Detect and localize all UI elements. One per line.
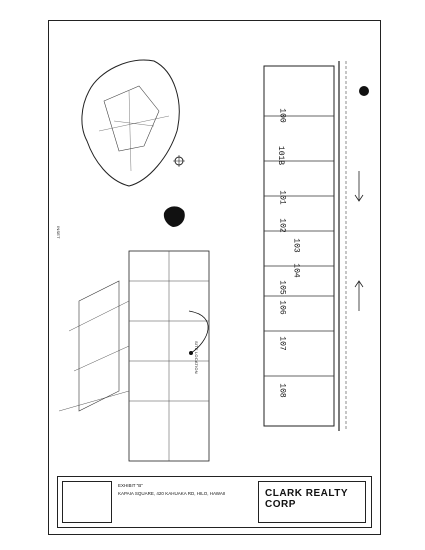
unit-103: 103 bbox=[291, 238, 301, 253]
unit-100: 100 bbox=[277, 108, 287, 123]
title-block-stamp bbox=[62, 481, 112, 523]
unit-101b: 101B bbox=[276, 145, 286, 166]
inset-small-island bbox=[163, 206, 185, 227]
inset-label: INSET bbox=[56, 226, 61, 239]
island-map bbox=[81, 59, 185, 187]
unit-106: 106 bbox=[277, 300, 287, 315]
vicinity-map bbox=[59, 250, 210, 462]
sheet-label: EXHIBIT "B" bbox=[118, 483, 143, 488]
drawing-sheet: INSET SITE LOCATION 100 101B 101 102 103… bbox=[48, 20, 381, 535]
unit-105: 105 bbox=[277, 280, 287, 295]
unit-101: 101 bbox=[277, 190, 287, 205]
title-block: KAPAIA SQUARE, 420 KAHUAKA RD, HILO, HAW… bbox=[57, 476, 372, 528]
unit-107: 107 bbox=[277, 336, 287, 351]
company-name: CLARK REALTY CORP bbox=[265, 488, 348, 510]
unit-102: 102 bbox=[277, 218, 287, 233]
company-block: CLARK REALTY CORP bbox=[258, 481, 366, 523]
unit-108: 108 bbox=[277, 383, 287, 398]
site-plan bbox=[263, 61, 369, 431]
unit-104: 104 bbox=[291, 263, 301, 278]
project-line: KAPAIA SQUARE, 420 KAHUAKA RD, HILO, HAW… bbox=[118, 491, 226, 496]
location-label: SITE LOCATION bbox=[194, 341, 199, 374]
